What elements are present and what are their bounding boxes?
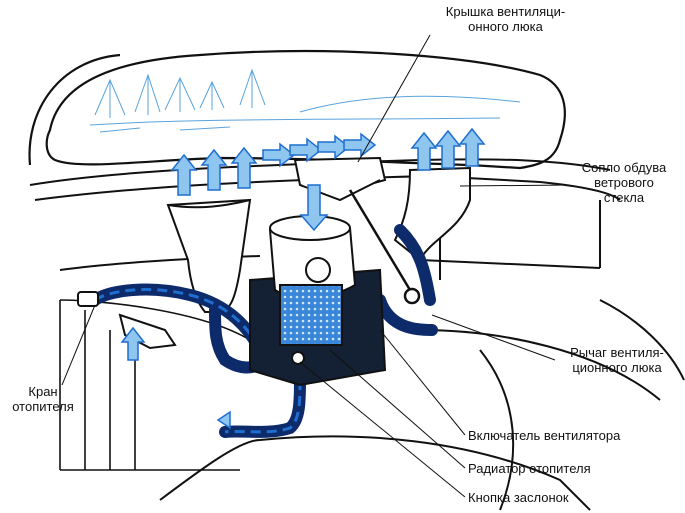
label-line: стекла <box>603 190 645 205</box>
heater-unit <box>249 215 387 387</box>
leader-lines <box>61 34 571 498</box>
label-line: Рычаг вентиля- <box>570 345 664 360</box>
windshield <box>28 49 566 170</box>
label-windshield-nozzle: Сопло обдува ветрового стекла <box>568 160 680 205</box>
hose-flow <box>94 288 302 434</box>
label-fan-switch: Включатель вентилятора <box>468 428 620 443</box>
vent-lever <box>348 189 421 305</box>
landscape-sketch <box>89 68 521 133</box>
label-line: ционного люка <box>572 360 662 375</box>
airflow-arrows <box>120 127 486 430</box>
label-line: Радиатор отопителя <box>468 461 591 476</box>
label-line: ветрового <box>594 175 654 190</box>
label-damper-button: Кнопка заслонок <box>468 490 569 505</box>
heater-radiator <box>279 284 343 346</box>
heater-valve <box>77 291 177 350</box>
label-heater-radiator: Радиатор отопителя <box>468 461 591 476</box>
label-line: отопителя <box>12 399 74 414</box>
label-vent-cover: Крышка вентиляци- онного люка <box>418 4 593 34</box>
bulkhead <box>59 299 251 471</box>
label-line: онного люка <box>468 19 543 34</box>
label-line: Кнопка заслонок <box>468 490 569 505</box>
label-line: Сопло обдува <box>581 160 667 175</box>
label-heater-valve: Кран отопителя <box>4 384 82 414</box>
label-line: Кран <box>28 384 58 399</box>
label-line: Крышка вентиляци- <box>445 4 566 19</box>
label-vent-lever: Рычаг вентиля- ционного люка <box>553 345 681 375</box>
label-line: Включатель вентилятора <box>468 428 621 443</box>
